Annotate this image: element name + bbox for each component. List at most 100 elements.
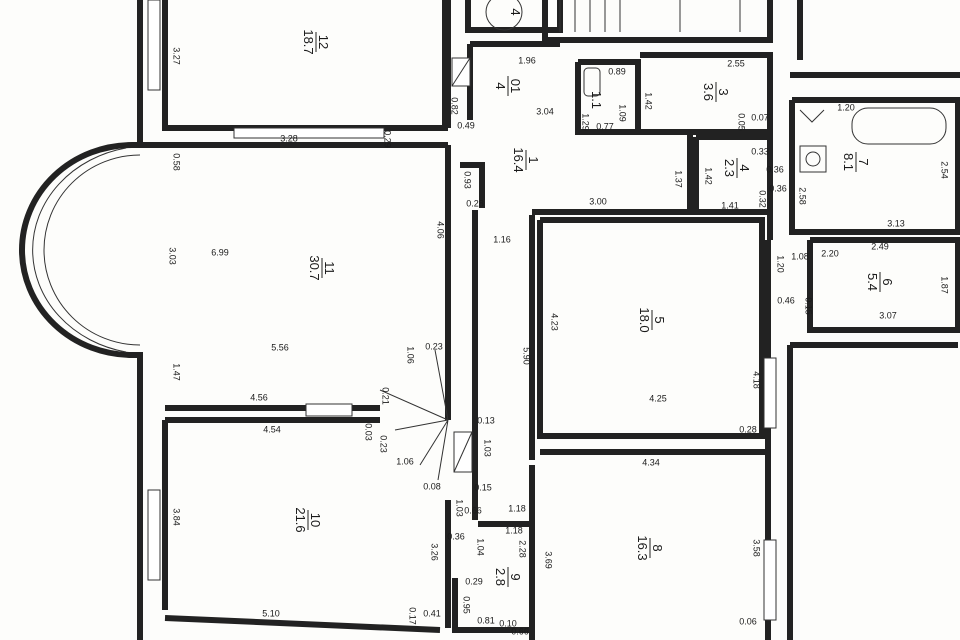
window-room-11-10: [305, 403, 353, 417]
room-number: 5: [652, 316, 667, 323]
dimension-label: 0.28: [739, 424, 757, 434]
wall-corridor-b: [460, 162, 485, 208]
dimension-label: 0.21: [381, 387, 391, 405]
window-room-10: [147, 489, 161, 581]
room-3: 33.6: [701, 82, 731, 102]
toilet-icon: [583, 67, 601, 97]
dimension-label: 1.18: [505, 525, 523, 535]
dimension-label: 0.41: [423, 608, 441, 618]
room-1: 116.4: [511, 147, 541, 172]
dimension-label: 6.99: [211, 247, 229, 257]
dimension-label: 0.06: [739, 616, 757, 626]
room-area: 3.6: [701, 83, 716, 101]
room-number: 12: [316, 35, 331, 49]
wall-room-6: [807, 237, 960, 333]
wall-stair-right: [542, 0, 773, 43]
dimension-label: 1.06: [406, 346, 416, 364]
room-4: 42.3: [722, 158, 752, 178]
windows: [147, 0, 777, 621]
dimension-label: 1.06: [396, 456, 414, 466]
dimension-label: 2.55: [727, 58, 745, 68]
room-number: 10: [308, 513, 323, 527]
room-number: 7: [856, 158, 871, 165]
room-number: 6: [880, 278, 895, 285]
dimension-label: 4.25: [649, 393, 667, 403]
dimension-label: 0.03: [364, 423, 374, 441]
dimension-label: 1.03: [483, 439, 493, 457]
dimension-label: 1.08: [791, 251, 809, 261]
dimension-label: 0.17: [408, 607, 418, 625]
room-number: 11: [322, 261, 337, 275]
dimension-label: 1.42: [704, 167, 714, 185]
dimension-label: 3.04: [536, 106, 554, 116]
dimension-label: 1.42: [644, 92, 654, 110]
room-number: 3: [716, 88, 731, 95]
room-number: 01: [508, 79, 523, 93]
dimension-label: 0.10: [499, 618, 517, 628]
wall-room-12: [162, 0, 448, 131]
dimension-label: 3.27: [172, 47, 182, 65]
dimension-label: 5.10: [262, 608, 280, 618]
dimension-label: 4.56: [250, 392, 268, 402]
spiral-stair: [379, 349, 449, 481]
dimension-label: 5.90: [522, 347, 532, 365]
wall-room-10-bottom: [164, 615, 441, 633]
dimension-label: 1.41: [721, 200, 739, 210]
room-5: 518.0: [637, 307, 667, 332]
dimension-label: 0.49: [457, 120, 475, 130]
bay-window-inner: [43, 154, 141, 346]
dimension-label: 5.56: [271, 342, 289, 352]
vent-icon: [799, 109, 825, 123]
bay-window-wall: [19, 142, 133, 358]
room-area: 5.4: [865, 273, 880, 291]
window-room-11-top: [233, 127, 385, 139]
dimension-label: 0.08: [423, 481, 441, 491]
room-2: 1.1: [589, 91, 604, 109]
dimension-label: 0.89: [608, 66, 626, 76]
room-area: 2.8: [493, 568, 508, 586]
room-number: 9: [508, 573, 523, 580]
dimension-label: 2.28: [518, 540, 528, 558]
dimension-label: 0.33: [751, 146, 769, 156]
dimension-label: 0.05: [737, 113, 747, 131]
room-number: 4: [508, 8, 523, 15]
room-area: 8.1: [841, 153, 856, 171]
dimension-label: 1.18: [508, 503, 526, 513]
dimension-label: 4.34: [642, 457, 660, 467]
dimension-label: 3.26: [430, 543, 440, 561]
dimension-label: 0.77: [596, 121, 614, 131]
dimension-label: 2.54: [940, 161, 950, 179]
dimension-label: 0.32: [758, 190, 768, 208]
wall-room-9: [452, 578, 532, 633]
stair-well: [485, 0, 523, 31]
room-area: 18.0: [637, 307, 652, 332]
room-9: 92.8: [493, 567, 523, 587]
wall-room-1-bottom: [532, 132, 693, 215]
dimension-label: 0.36: [447, 531, 465, 541]
dimension-label: 4.06: [436, 221, 446, 239]
dimension-label: 1.29: [581, 113, 591, 131]
dimension-label: 1.87: [940, 276, 950, 294]
wall-room-2: [575, 59, 641, 135]
dimension-label: 3.69: [544, 551, 554, 569]
dimension-label: 0.13: [477, 415, 495, 425]
dimension-label: 3.28: [280, 133, 298, 143]
bay-window-outer: [32, 147, 127, 353]
dimension-label: 0.23: [379, 435, 389, 453]
dimension-label: 3.03: [168, 247, 178, 265]
dimension-label: 1.20: [776, 255, 786, 273]
stair-treads: [559, 0, 741, 32]
room-number: 4: [737, 164, 752, 171]
dimension-label: 4.54: [263, 424, 281, 434]
dimension-label: 1.37: [674, 170, 684, 188]
dimension-label: 0.36: [769, 183, 787, 193]
fixtures: [379, 0, 947, 481]
room-area: 4: [493, 82, 508, 89]
dimension-label: 0.66: [511, 626, 529, 636]
dimension-label: 0.46: [777, 295, 795, 305]
room-number: 1: [526, 156, 541, 163]
